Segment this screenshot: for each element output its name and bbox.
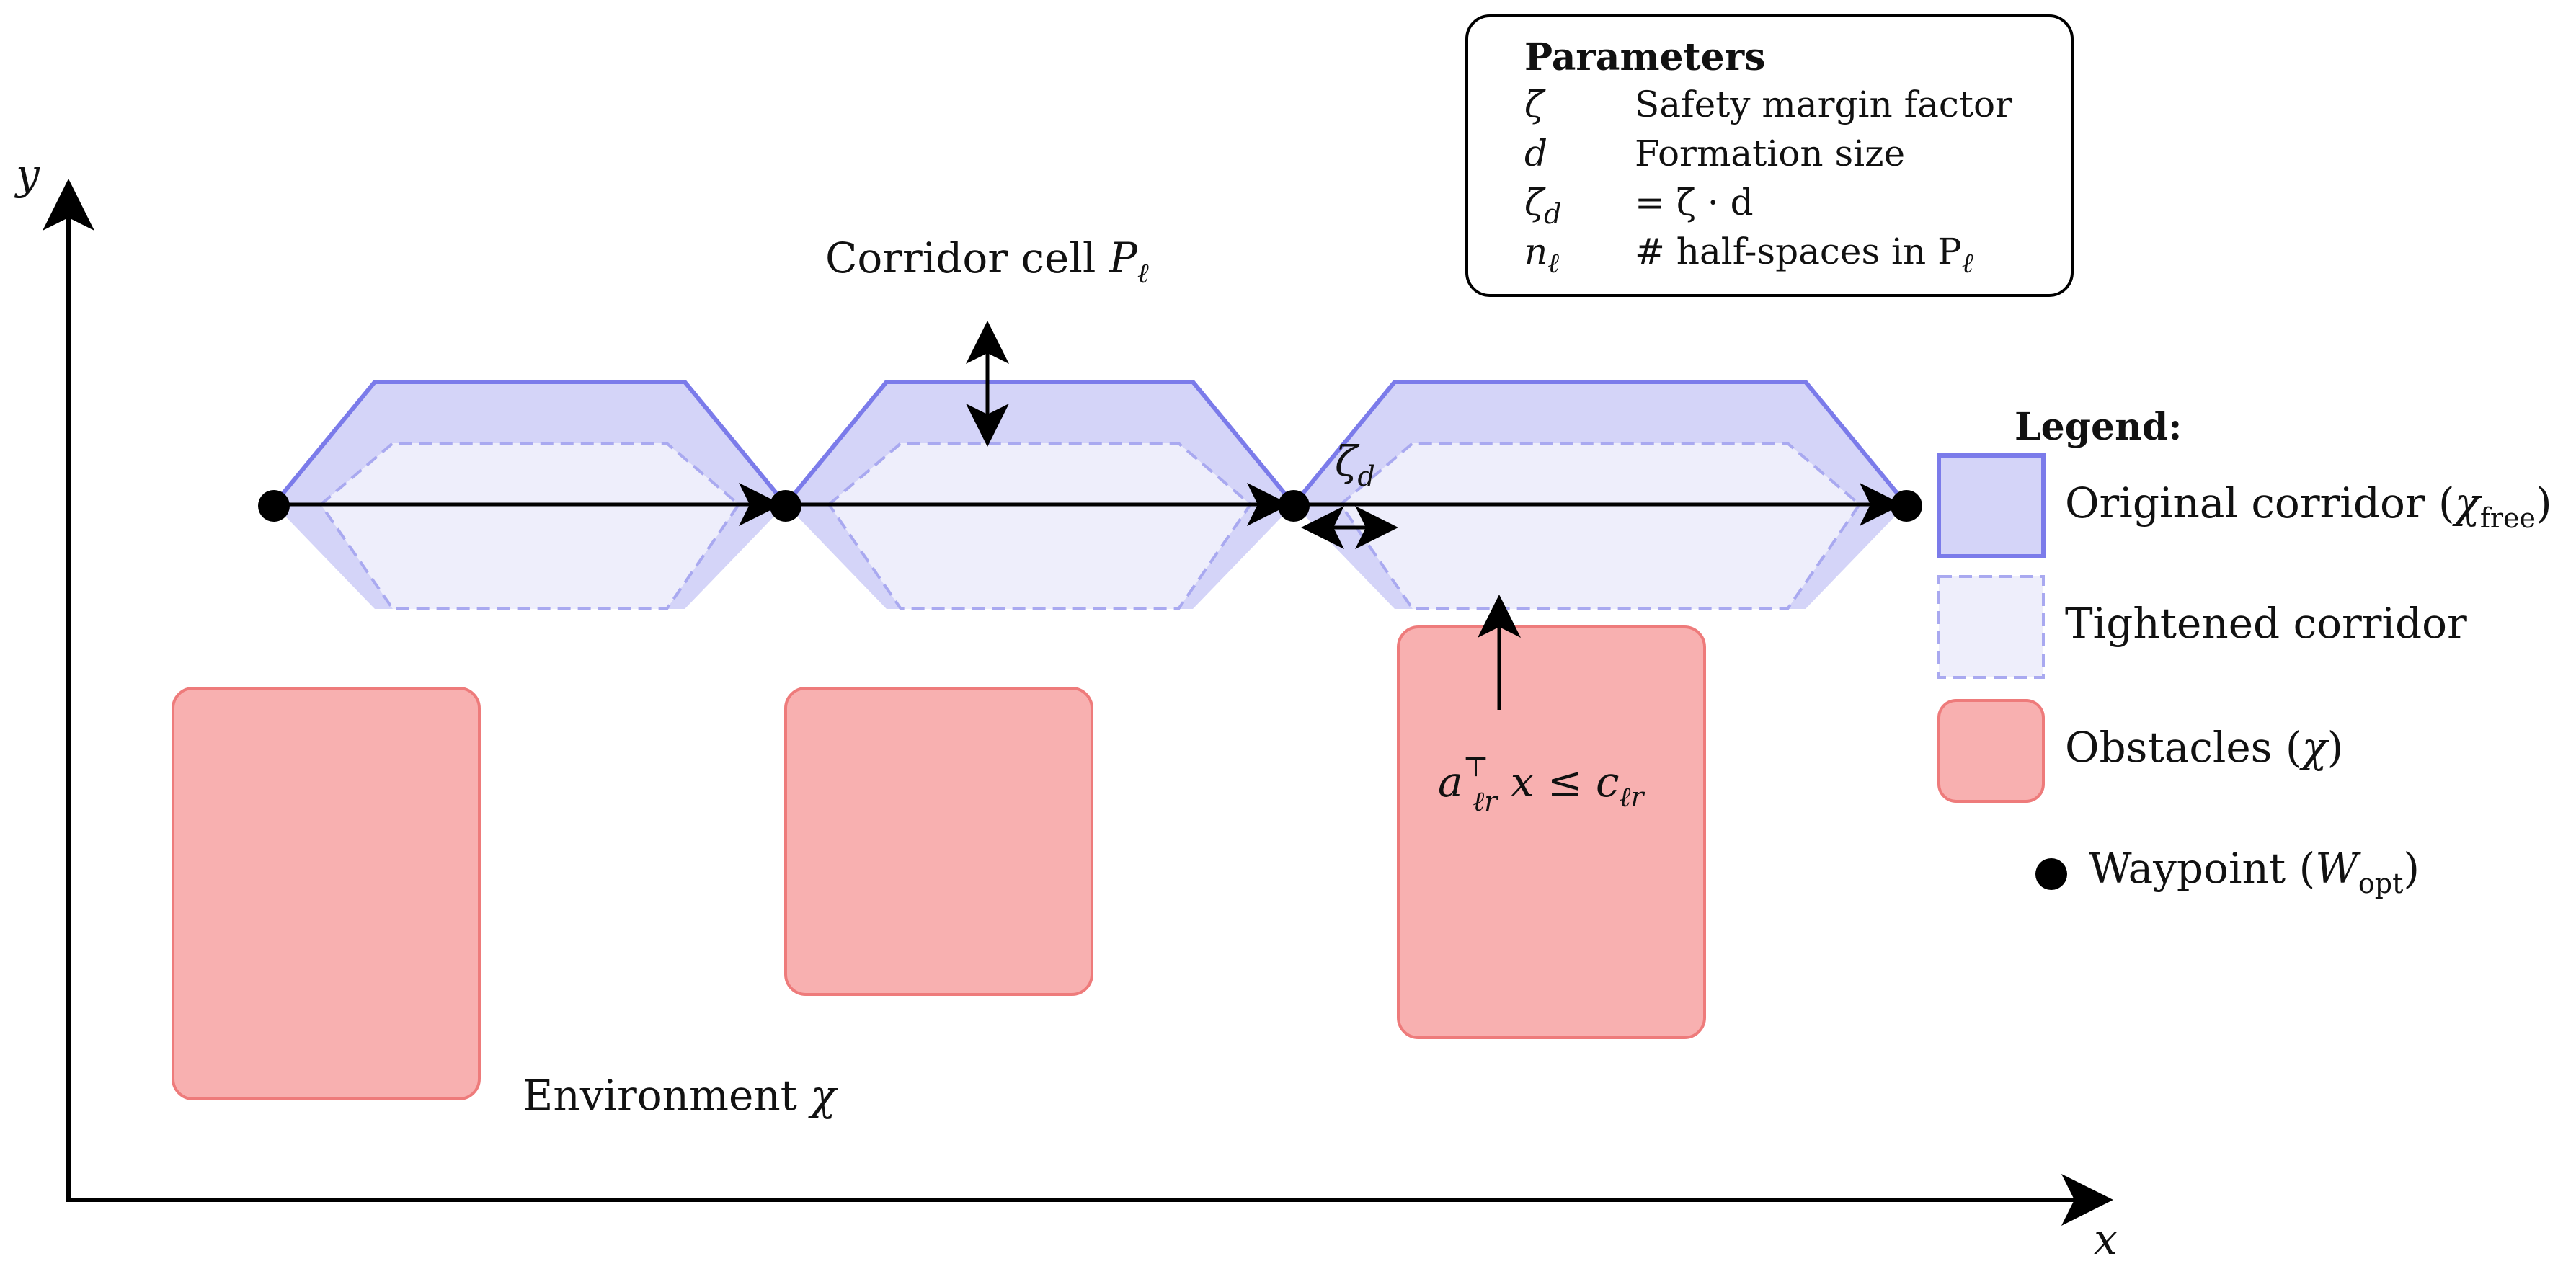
corridor-cell-2-outline	[783, 380, 1296, 506]
legend-swatch-original	[1937, 453, 2046, 558]
legend-swatch-tightened	[1937, 575, 2045, 679]
waypoint-3	[1278, 490, 1310, 522]
tightened-cell-1	[319, 442, 741, 610]
x-axis-label: x	[2094, 1215, 2118, 1264]
y-axis-label: y	[14, 150, 40, 199]
legend-label-waypoint: Waypoint (Wopt)	[2089, 844, 2420, 899]
corridor-cell-1-outline	[272, 380, 788, 506]
zeta-d-label: ζd	[1335, 437, 1375, 492]
obstacle-1	[172, 687, 481, 1100]
constraint-label: a⊤ℓr x ≤ cℓr	[1438, 751, 1645, 817]
legend-label-tightened: Tightened corridor	[2065, 599, 2467, 648]
corridor-cell-3-outline	[1292, 380, 1909, 506]
obstacle-3	[1397, 625, 1706, 1039]
legend-title: Legend:	[2015, 405, 2182, 449]
param-symbol-d: d	[1524, 133, 1547, 174]
environment-label: Environment χ	[523, 1071, 838, 1120]
param-desc-zeta-d: = ζ · d	[1635, 182, 1754, 223]
waypoint-4	[1891, 490, 1922, 522]
obstacle-2	[784, 687, 1093, 996]
tightened-cell-2	[827, 442, 1253, 610]
corridor-cell-label: Corridor cell Pℓ	[825, 233, 1149, 289]
param-desc-zeta: Safety margin factor	[1635, 84, 2012, 125]
legend-label-obstacles: Obstacles (χ)	[2065, 723, 2343, 772]
tightened-cell-3	[1338, 442, 1862, 610]
waypoint-2	[770, 490, 801, 522]
param-symbol-zeta-d: ζd	[1524, 182, 1561, 230]
param-symbol-n: nℓ	[1524, 231, 1559, 279]
param-desc-n: # half-spaces in Pℓ	[1635, 231, 1973, 279]
legend-label-original: Original corridor (χfree)	[2065, 478, 2552, 534]
waypoint-1	[258, 490, 290, 522]
legend-swatch-waypoint	[2035, 858, 2067, 890]
parameters-title: Parameters	[1524, 35, 1765, 79]
legend-swatch-obstacles	[1937, 699, 2045, 803]
param-symbol-zeta: ζ	[1524, 84, 1546, 125]
param-desc-d: Formation size	[1635, 133, 1905, 174]
parameters-box	[1465, 14, 2074, 297]
